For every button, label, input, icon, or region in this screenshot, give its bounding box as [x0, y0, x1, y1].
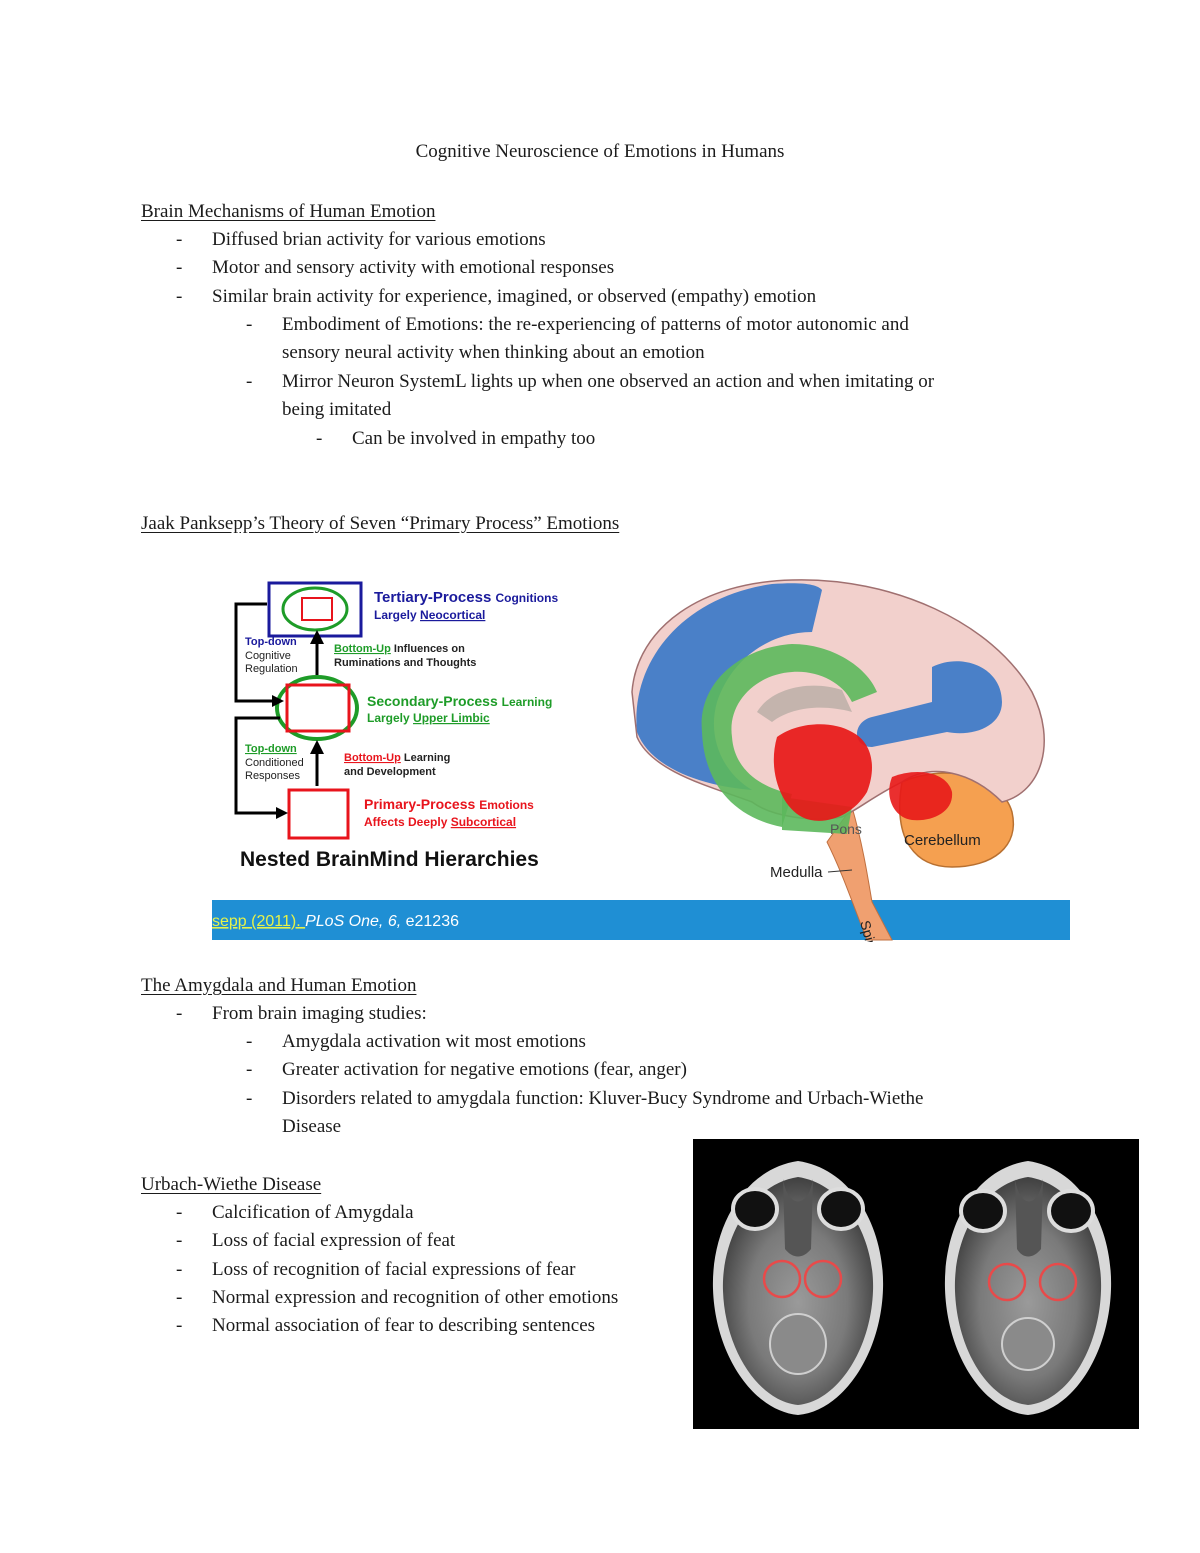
- list-item: -Calcification of Amygdala: [176, 1202, 414, 1223]
- primary-red-square: [287, 788, 350, 840]
- list-item: -Mirror Neuron SystemL lights up when on…: [246, 371, 935, 392]
- list-item: -Loss of facial expression of feat: [176, 1230, 456, 1251]
- svg-text:Secondary-Process Learning: Secondary-Process Learning: [367, 693, 552, 709]
- list-item: -Normal expression and recognition of ot…: [176, 1287, 619, 1308]
- svg-text:Top-down: Top-down: [245, 743, 297, 755]
- svg-text:Responses: Responses: [245, 770, 301, 782]
- label-cerebellum: Cerebellum: [904, 832, 981, 849]
- svg-text:Primary-Process Emotions: Primary-Process Emotions: [364, 796, 534, 812]
- svg-text:Conditioned: Conditioned: [245, 757, 304, 769]
- svg-text:Bottom-Up Influences on: Bottom-Up Influences on: [334, 643, 465, 655]
- list-item-continuation: being imitated: [282, 399, 392, 420]
- list-item: -Greater activation for negative emotion…: [246, 1059, 687, 1080]
- section-heading-urbach-wiethe: Urbach-Wiethe Disease: [141, 1174, 322, 1195]
- list-item: -Disorders related to amygdala function:…: [246, 1088, 924, 1109]
- svg-text:Regulation: Regulation: [245, 663, 298, 675]
- mri-scan-left: [712, 1161, 884, 1415]
- label-pons: Pons: [830, 821, 862, 837]
- svg-text:Ruminations and Thoughts: Ruminations and Thoughts: [334, 657, 476, 669]
- page-title: Cognitive Neuroscience of Emotions in Hu…: [415, 141, 785, 162]
- citation-text: sepp (2011). PLoS One, 6, e21236: [212, 913, 459, 930]
- list-item: -From brain imaging studies:: [176, 1003, 427, 1024]
- svg-text:Tertiary-Process Cognitions: Tertiary-Process Cognitions: [374, 589, 558, 606]
- list-item: -Diffused brian activity for various emo…: [176, 229, 546, 250]
- list-item: -Can be involved in empathy too: [316, 428, 596, 449]
- section-heading-amygdala: The Amygdala and Human Emotion: [141, 975, 417, 996]
- svg-text:Bottom-Up Learning: Bottom-Up Learning: [344, 752, 450, 764]
- svg-text:Largely Upper Limbic: Largely Upper Limbic: [367, 711, 490, 725]
- list-item: -Similar brain activity for experience, …: [176, 286, 817, 307]
- list-item: -Amygdala activation wit most emotions: [246, 1031, 586, 1052]
- list-item: -Motor and sensory activity with emotion…: [176, 257, 615, 278]
- label-spinal: Spin: [857, 919, 880, 942]
- secondary-red-square: [285, 683, 351, 733]
- svg-text:Affects Deeply Subcortical: Affects Deeply Subcortical: [364, 815, 516, 829]
- list-item: -Embodiment of Emotions: the re-experien…: [246, 314, 909, 335]
- list-item-continuation: Disease: [282, 1116, 342, 1137]
- panksepp-figure: sepp (2011). PLoS One, 6, e21236 Tertiar…: [212, 579, 1070, 942]
- hierarchy-caption: Nested BrainMind Hierarchies: [240, 848, 539, 871]
- secondary-green-ring: [275, 675, 359, 741]
- svg-text:Top-down: Top-down: [245, 636, 297, 648]
- tertiary-red-square: [301, 597, 333, 621]
- svg-text:Cognitive: Cognitive: [245, 650, 291, 662]
- section-heading-panksepp: Jaak Panksepp’s Theory of Seven “Primary…: [141, 513, 620, 534]
- svg-text:Largely Neocortical: Largely Neocortical: [374, 608, 485, 622]
- section-heading-brain-mechanisms: Brain Mechanisms of Human Emotion: [141, 201, 436, 222]
- svg-text:and Development: and Development: [344, 766, 436, 778]
- citation-bar: [212, 900, 1070, 940]
- brain-illustration: Pons Cerebellum Medulla Spin: [631, 579, 1045, 942]
- list-item: -Loss of recognition of facial expressio…: [176, 1259, 576, 1280]
- mri-scan-right: [944, 1161, 1112, 1415]
- list-item-continuation: sensory neural activity when thinking ab…: [282, 342, 705, 363]
- mri-scans-image: [693, 1139, 1139, 1429]
- label-medulla: Medulla: [770, 864, 823, 881]
- list-item: -Normal association of fear to describin…: [176, 1315, 596, 1336]
- tertiary-green-ring: [281, 586, 349, 632]
